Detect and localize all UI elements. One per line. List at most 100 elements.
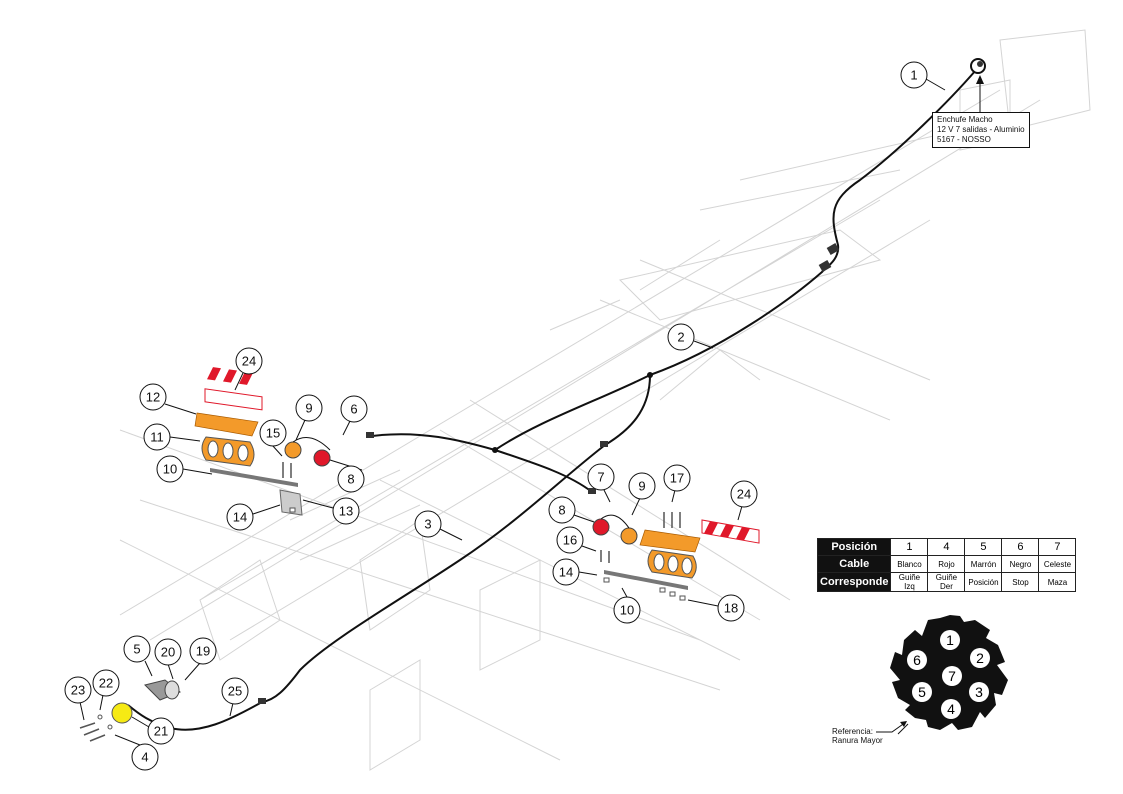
callout-number: 16: [563, 533, 577, 548]
callout-12: 12: [139, 383, 167, 411]
pin-6: [907, 650, 927, 670]
callout-10: 10: [156, 455, 184, 483]
pin-number: 2: [976, 650, 984, 666]
row-header: Corresponde: [816, 572, 892, 592]
pin-1: [940, 630, 960, 650]
callout-11: 11: [143, 423, 171, 451]
callout-2: 2: [667, 323, 695, 351]
callout-number: 22: [99, 676, 113, 691]
table-cell: 6: [1001, 538, 1040, 556]
callout-21: 21: [147, 717, 175, 745]
callout-9: 9: [628, 472, 656, 500]
table-cell: 4: [927, 538, 966, 556]
pin-number: 4: [947, 701, 955, 717]
pin-5: [912, 682, 932, 702]
callout-number: 20: [161, 645, 175, 660]
callout-3: 3: [414, 510, 442, 538]
reference-line1: Referencia:: [832, 727, 873, 736]
callout-14: 14: [226, 503, 254, 531]
pin-number: 1: [946, 632, 954, 648]
callout-23: 23: [64, 676, 92, 704]
table-cell: Guiñe Der: [927, 572, 966, 592]
row-header: Posición: [816, 538, 892, 556]
rubber-strip-left: [210, 468, 298, 487]
rubber-strip-right: [604, 570, 688, 590]
wiring-table: Posición 1 4 5 6 7 Cable Blanco Rojo Mar…: [816, 538, 1077, 592]
callout-number: 17: [670, 471, 684, 486]
table-row-positions: Posición 1 4 5 6 7: [816, 538, 1077, 556]
pin-3: [969, 682, 989, 702]
table-cell: 7: [1038, 538, 1077, 556]
callout-8: 8: [337, 465, 365, 493]
callout-number: 13: [339, 504, 353, 519]
reference-line2: Ranura Mayor: [832, 736, 883, 745]
callout-13: 13: [332, 497, 360, 525]
callout-number: 23: [71, 683, 85, 698]
callout-7: 7: [587, 463, 615, 491]
light-bracket-left: [194, 412, 259, 437]
light-bracket-right: [639, 529, 701, 553]
callout-number: 8: [347, 472, 354, 487]
callout-14: 14: [552, 558, 580, 586]
callout-number: 19: [196, 644, 210, 659]
tail-light-left: [201, 436, 255, 467]
pin-number: 6: [913, 652, 921, 668]
callout-number: 10: [620, 603, 634, 618]
table-cell: Blanco: [890, 555, 929, 573]
plug-label: Enchufe Macho 12 V 7 salidas - Aluminio …: [932, 112, 1030, 148]
pin-2: [970, 648, 990, 668]
callout-number: 9: [305, 401, 312, 416]
callout-number: 12: [146, 390, 160, 405]
callout-number: 5: [133, 642, 140, 657]
callout-18: 18: [717, 594, 745, 622]
table-cell: Maza: [1038, 572, 1077, 592]
callout-9: 9: [295, 394, 323, 422]
callout-number: 3: [424, 517, 431, 532]
bracket-13: [279, 489, 303, 516]
callout-8: 8: [548, 496, 576, 524]
callout-number: 1: [910, 68, 917, 83]
pin-7: [942, 666, 962, 686]
bolts: [282, 462, 681, 563]
row-header: Cable: [816, 555, 892, 573]
callout-25: 25: [221, 677, 249, 705]
callout-17: 17: [663, 464, 691, 492]
pin-number: 3: [975, 684, 983, 700]
callout-1: 1: [900, 61, 928, 89]
reflector-red-white-left: [204, 388, 263, 411]
table-cell: Rojo: [927, 555, 966, 573]
callout-number: 11: [150, 430, 164, 445]
callout-number: 14: [559, 565, 573, 580]
callout-24: 24: [730, 480, 758, 508]
parts: [79, 367, 760, 742]
pin-number: 5: [918, 684, 926, 700]
reference-arrow-icon: [876, 721, 907, 733]
tail-light-right: [647, 549, 697, 579]
callout-leaders: [79, 78, 946, 746]
callout-number: 21: [154, 724, 168, 739]
callout-number: 15: [266, 426, 280, 441]
callout-number: 18: [724, 601, 738, 616]
callout-number: 24: [737, 487, 751, 502]
reference-label: Referencia: Ranura Mayor: [832, 727, 883, 745]
plug-label-line3: 5167 - NOSSO: [937, 135, 991, 144]
table-row-functions: Corresponde Guiñe Izq Guiñe Der Posición…: [816, 572, 1077, 592]
callout-16: 16: [556, 526, 584, 554]
table-cell: Stop: [1001, 572, 1040, 592]
callout-4: 4: [131, 743, 159, 771]
trailer-chassis: [119, 29, 1091, 771]
male-plug-icon: [970, 58, 986, 112]
callout-10: 10: [613, 596, 641, 624]
callout-24: 24: [235, 347, 263, 375]
table-cell: Posición: [964, 572, 1003, 592]
callout-22: 22: [92, 669, 120, 697]
pin-4: [941, 699, 961, 719]
callout-5: 5: [123, 635, 151, 663]
callout-number: 24: [242, 354, 256, 369]
callout-number: 8: [558, 503, 565, 518]
callout-number: 25: [228, 684, 242, 699]
callout-19: 19: [189, 637, 217, 665]
callout-number: 14: [233, 510, 247, 525]
